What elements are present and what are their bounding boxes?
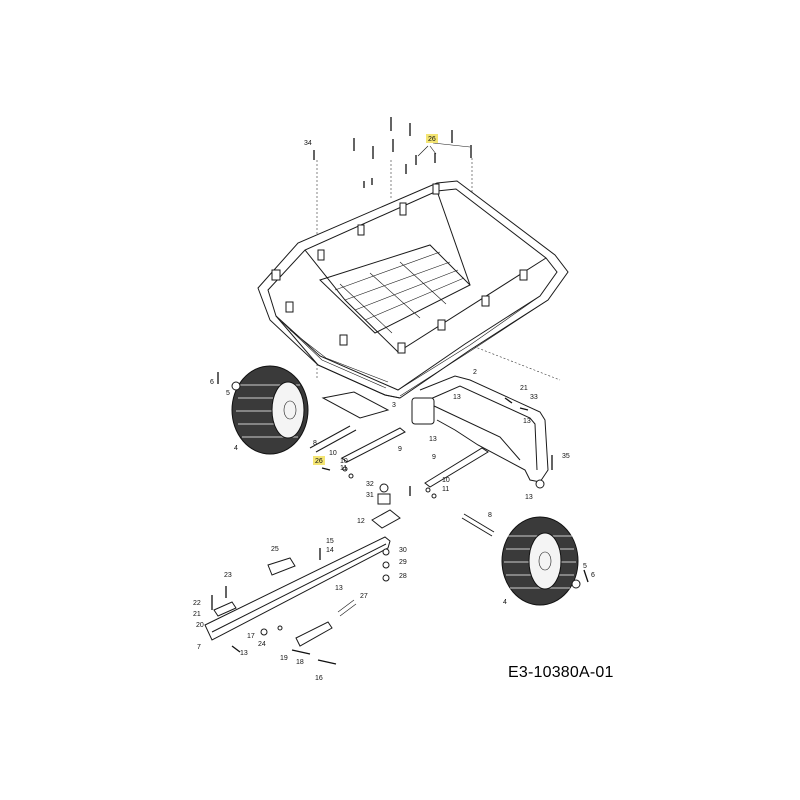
callout-10: 10 [442,477,450,484]
callout-12: 12 [357,518,365,525]
callout-4: 4 [234,445,238,452]
diagram-code: E3-10380A-01 [508,664,614,681]
callout-18: 18 [296,659,304,666]
right-wheel [501,516,589,606]
callout-3: 3 [392,402,396,409]
callout-30: 30 [399,547,407,554]
callout-16: 16 [315,675,323,682]
callout-13: 13 [453,394,461,401]
callout-9: 9 [398,446,402,453]
callout-21: 21 [520,385,528,392]
callout-19: 19 [280,655,288,662]
callout-13: 13 [429,436,437,443]
callout-26: 26 [428,136,436,143]
callout-14: 14 [326,547,334,554]
callout-31: 31 [366,492,374,499]
callout-20: 20 [196,622,204,629]
callout-9: 9 [432,454,436,461]
cart-frame [411,375,553,489]
callout-15: 15 [326,538,334,545]
callout-13: 13 [525,494,533,501]
callout-11: 11 [442,486,449,493]
callout-22: 22 [193,600,201,607]
cart-tub [257,180,569,399]
callout-8: 8 [313,440,317,447]
callout-13: 13 [335,585,343,592]
callout-7: 7 [197,644,201,651]
callout-highlight-26 [313,456,325,465]
callout-6: 6 [591,572,595,579]
callout-5: 5 [226,390,230,397]
mount-brackets [309,391,495,537]
callout-23: 23 [224,572,232,579]
callout-17: 17 [247,633,255,640]
callout-10: 10 [340,458,348,465]
callout-26: 26 [315,458,323,465]
callout-2: 2 [473,369,477,376]
left-wheel [217,365,309,455]
callout-28: 28 [399,573,407,580]
callout-29: 29 [399,559,407,566]
callout-6: 6 [210,379,214,386]
callout-34: 34 [304,140,312,147]
callout-labels: 2634652213331313489133526101011913323110… [193,134,595,682]
center-pivot-hardware [371,483,411,529]
hitch-tongue [204,536,391,665]
callout-21: 21 [193,611,201,618]
callout-24: 24 [258,641,266,648]
callout-highlight-26 [426,134,438,143]
callout-27: 27 [360,593,368,600]
callout-5: 5 [583,563,587,570]
callout-13: 13 [523,418,531,425]
callout-32: 32 [366,481,374,488]
callout-4: 4 [503,599,507,606]
callout-33: 33 [530,394,538,401]
callout-10: 10 [329,450,337,457]
callout-11: 11 [340,465,347,472]
callout-8: 8 [488,512,492,519]
callout-25: 25 [271,546,279,553]
top-bolt-group [313,117,472,188]
callout-13: 13 [240,650,248,657]
callout-35: 35 [562,453,570,460]
